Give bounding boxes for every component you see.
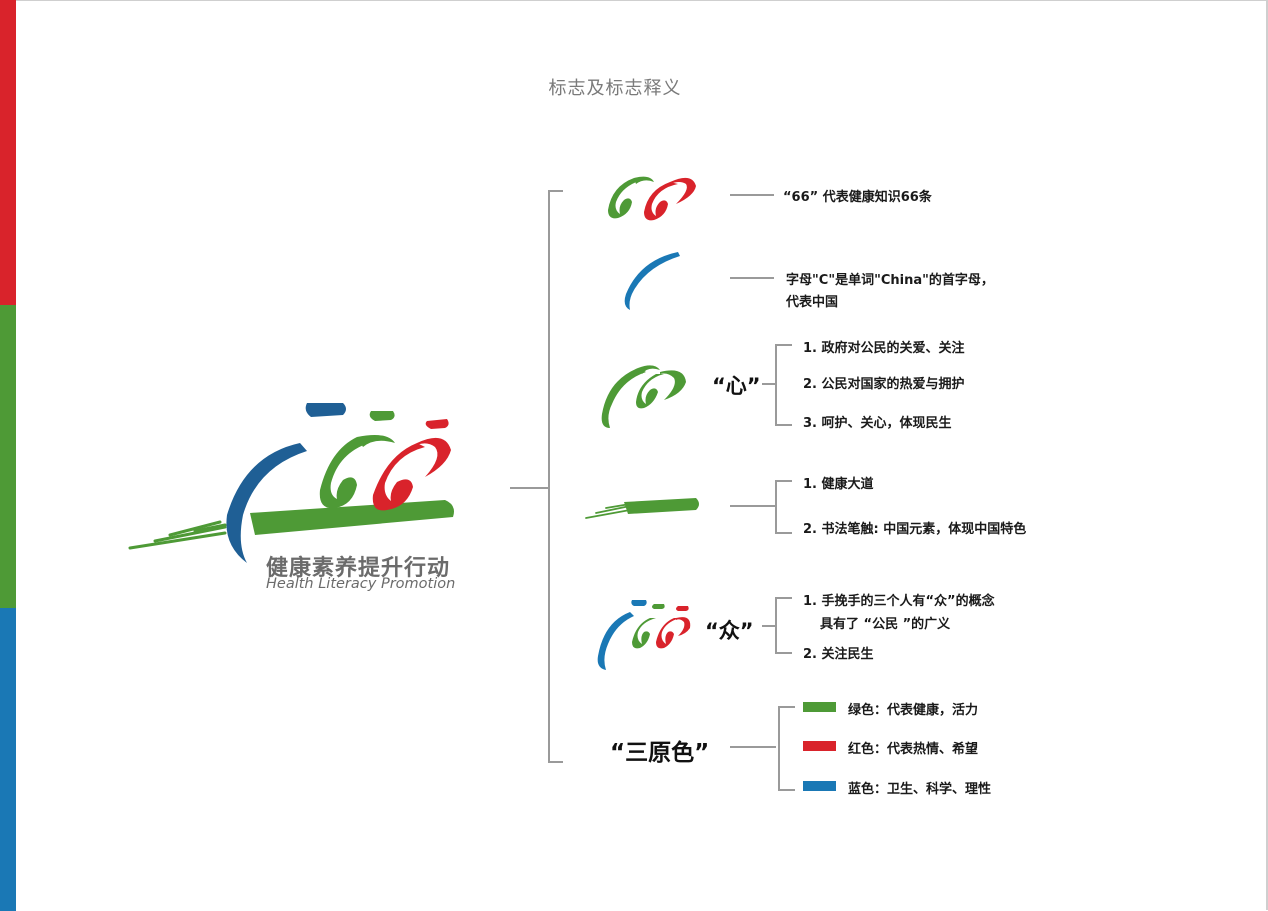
crowd-point-1-cont: 具有了 “公民 ”的广义 (820, 617, 951, 632)
element-heart (598, 360, 690, 432)
crowd-connector (762, 625, 776, 627)
heart-point-2: 2. 公民对国家的热爱与拥护 (803, 377, 965, 392)
main-bracket-bottom (548, 761, 563, 763)
road-point-2: 2. 书法笔触: 中国元素，体现中国特色 (803, 522, 1027, 537)
road-bracket-vertical (775, 480, 777, 533)
crowd-label: “众” (705, 619, 754, 643)
road-point-1: 1. 健康大道 (803, 477, 874, 492)
heart-connector (762, 383, 776, 385)
crowd-bracket-top (775, 597, 792, 599)
connector-c (730, 277, 774, 279)
element-road (584, 494, 704, 522)
letter-c-icon (624, 252, 680, 310)
heart-point-3: 3. 呵护、关心，体现民生 (803, 416, 952, 431)
connector-66 (730, 194, 774, 196)
red-legend-text: 红色：代表热情、希望 (848, 742, 979, 757)
blue-swatch (803, 781, 836, 791)
logo-name-en: Health Literacy Promotion (266, 576, 456, 592)
side-bar-red (0, 0, 16, 305)
main-bracket-vertical (548, 190, 550, 763)
road-connector (730, 505, 776, 507)
green-legend-text: 绿色：代表健康，活力 (848, 703, 979, 718)
brush-road-icon (585, 498, 699, 519)
crowd-bracket-vertical (775, 597, 777, 653)
green-swatch (803, 702, 836, 712)
road-bracket-top (775, 480, 792, 482)
red-swatch (803, 741, 836, 751)
road-bracket-bottom (775, 532, 792, 534)
logo-name-cn: 健康素养提升行动 (266, 556, 451, 581)
heart-point-1: 1. 政府对公民的关爱、关注 (803, 341, 965, 356)
element-c-line-1: 字母"C"是单词"China"的首字母， (786, 273, 994, 288)
main-bracket-top (548, 190, 563, 192)
heart-bracket-top (775, 344, 792, 346)
crowd-point-1: 1. 手挽手的三个人有“众”的概念 (803, 594, 995, 609)
blue-legend-text: 蓝色：卫生、科学、理性 (848, 782, 992, 797)
heart-strokes-icon (601, 365, 686, 428)
element-66 (604, 172, 700, 222)
main-connector-line (510, 487, 550, 489)
colors-connector (730, 746, 776, 748)
element-66-description: “66” 代表健康知识66条 (783, 190, 932, 205)
colors-bracket-top (778, 706, 795, 708)
side-bar-blue (0, 608, 16, 911)
page-title: 标志及标志释义 (548, 78, 682, 99)
logo-graphic-icon (128, 403, 454, 563)
heart-bracket-vertical (775, 344, 777, 425)
crowd-bracket-bottom (775, 652, 792, 654)
crowd-point-2: 2. 关注民生 (803, 647, 874, 662)
heart-bracket-bottom (775, 424, 792, 426)
colors-label: “三原色” (610, 740, 710, 766)
side-bar-green (0, 305, 16, 608)
three-people-icon (597, 600, 691, 670)
element-crowd (594, 596, 694, 672)
colors-bracket-bottom (778, 789, 795, 791)
main-logo (125, 395, 465, 570)
element-c (620, 248, 684, 314)
sixty-six-icon (608, 176, 696, 221)
heart-label: “心” (712, 374, 761, 398)
colors-bracket-vertical (778, 706, 780, 790)
element-c-line-2: 代表中国 (786, 295, 839, 310)
